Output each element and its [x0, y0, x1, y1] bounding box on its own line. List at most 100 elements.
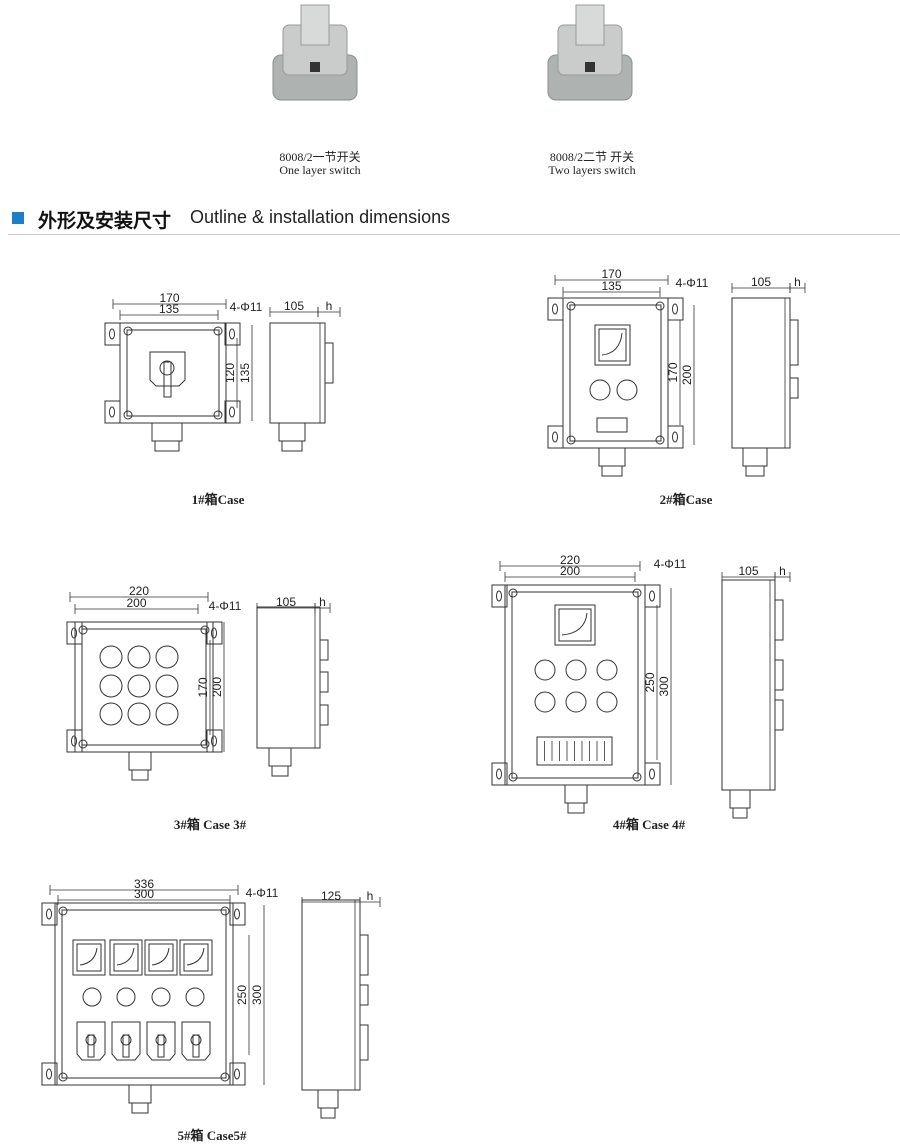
- case-outline-shapes: [41, 275, 806, 1119]
- rotary-switch-plate: [149, 351, 186, 387]
- dim-height-inner: 250: [643, 672, 657, 692]
- side-view-body: [721, 579, 776, 791]
- mounting-flange: [491, 584, 508, 608]
- case-3-caption: 3#箱 Case 3#: [174, 817, 247, 832]
- case-1-caption: 1#箱Case: [192, 492, 245, 507]
- side-view-knob: [359, 934, 369, 976]
- case-1-cover: [126, 329, 220, 417]
- dim-depth: 105: [738, 564, 758, 578]
- cable-gland-nut: [567, 802, 585, 814]
- push-button: [82, 987, 102, 1007]
- push-button: [151, 987, 171, 1007]
- rotary-switch-handle: [87, 1034, 95, 1058]
- cover-screw: [220, 906, 230, 916]
- product-model: 8008/2一节开关: [279, 150, 361, 164]
- dim-holes: 4-Φ11: [209, 599, 242, 613]
- square-bullet-icon: [12, 212, 24, 224]
- mounting-hole: [109, 328, 115, 340]
- dim-width-outer: 170: [601, 267, 621, 281]
- case-3-cover: [81, 628, 207, 746]
- meter-scale: [116, 947, 135, 966]
- mounting-flange: [547, 297, 564, 321]
- mounting-flange: [224, 322, 241, 346]
- cover-screw: [200, 625, 210, 635]
- case-1-front: [119, 322, 227, 424]
- cable-gland: [729, 789, 751, 809]
- mounting-flange: [229, 902, 246, 926]
- meter-scale: [601, 332, 623, 356]
- case-4-front: [504, 584, 646, 786]
- cable-gland: [128, 751, 152, 771]
- dim-width-inner: 200: [126, 596, 146, 610]
- cable-gland: [564, 784, 588, 804]
- side-view-body: [256, 606, 321, 749]
- push-button: [155, 645, 179, 669]
- switch-terminals: [300, 4, 330, 46]
- side-view-knob: [789, 377, 799, 399]
- product-caption-2: 8008/2二节 开关 Two layers switch: [512, 151, 672, 177]
- push-button: [565, 691, 587, 713]
- switch-photos: [272, 4, 633, 101]
- case-4-caption: 4#箱 Case 4#: [613, 817, 686, 832]
- dim-width-inner: 300: [134, 887, 154, 901]
- mounting-hole: [496, 590, 502, 602]
- mounting-hole: [672, 303, 678, 315]
- cover-screw: [123, 326, 133, 336]
- mounting-flange: [104, 400, 121, 424]
- cable-gland-nut: [131, 1102, 149, 1114]
- case-3-front: [74, 621, 214, 753]
- cover-screw: [123, 410, 133, 420]
- cable-gland-nut: [320, 1107, 336, 1119]
- case-5-cover: [61, 909, 227, 1079]
- mounting-hole: [649, 768, 655, 780]
- dim-holes: 4-Φ11: [230, 300, 263, 314]
- mounting-flange: [104, 322, 121, 346]
- cover-screw: [508, 588, 518, 598]
- cover-screw: [655, 301, 665, 311]
- dim-depth: 105: [751, 275, 771, 289]
- side-view-knob: [789, 319, 799, 366]
- mounting-hole: [211, 735, 217, 747]
- case-2-caption: 2#箱Case: [660, 492, 713, 507]
- mounting-flange: [229, 1062, 246, 1086]
- rotary-switch-plate: [76, 1021, 106, 1061]
- cable-gland: [151, 422, 183, 442]
- indicator-lamp: [589, 379, 611, 401]
- product-name: Two layers switch: [548, 163, 636, 177]
- cover-screw: [200, 739, 210, 749]
- cover-screw: [58, 1072, 68, 1082]
- product-name: One layer switch: [279, 163, 361, 177]
- case-4-cover: [511, 591, 639, 779]
- dim-width-outer: 336: [134, 877, 154, 891]
- cover-screw: [655, 435, 665, 445]
- cable-gland: [742, 447, 768, 467]
- cover-screw: [213, 326, 223, 336]
- dim-width-outer: 170: [159, 291, 179, 305]
- dim-h: h: [326, 299, 333, 313]
- side-view-knob: [774, 699, 784, 731]
- cable-gland-nut: [154, 440, 180, 452]
- indicator-lamp: [616, 379, 638, 401]
- push-button: [127, 674, 151, 698]
- rotary-switch-knob: [159, 360, 175, 376]
- mounting-hole: [71, 627, 77, 639]
- dim-h: h: [794, 275, 801, 289]
- dim-width-outer: 220: [129, 584, 149, 598]
- dim-height-inner: 170: [666, 362, 680, 382]
- push-button: [596, 691, 618, 713]
- side-view-body: [731, 297, 791, 449]
- push-button: [185, 987, 205, 1007]
- side-view-knob: [319, 639, 329, 661]
- dim-depth: 105: [276, 595, 296, 609]
- mounting-flange: [667, 297, 684, 321]
- cable-gland-nut: [271, 765, 289, 777]
- mounting-hole: [211, 627, 217, 639]
- meter: [72, 939, 106, 976]
- rotary-switch-plate: [111, 1021, 141, 1061]
- cover-screw: [632, 772, 642, 782]
- push-button: [155, 702, 179, 726]
- rotary-switch-plate: [181, 1021, 211, 1061]
- meter-scale: [151, 947, 170, 966]
- switch-terminals: [575, 4, 605, 46]
